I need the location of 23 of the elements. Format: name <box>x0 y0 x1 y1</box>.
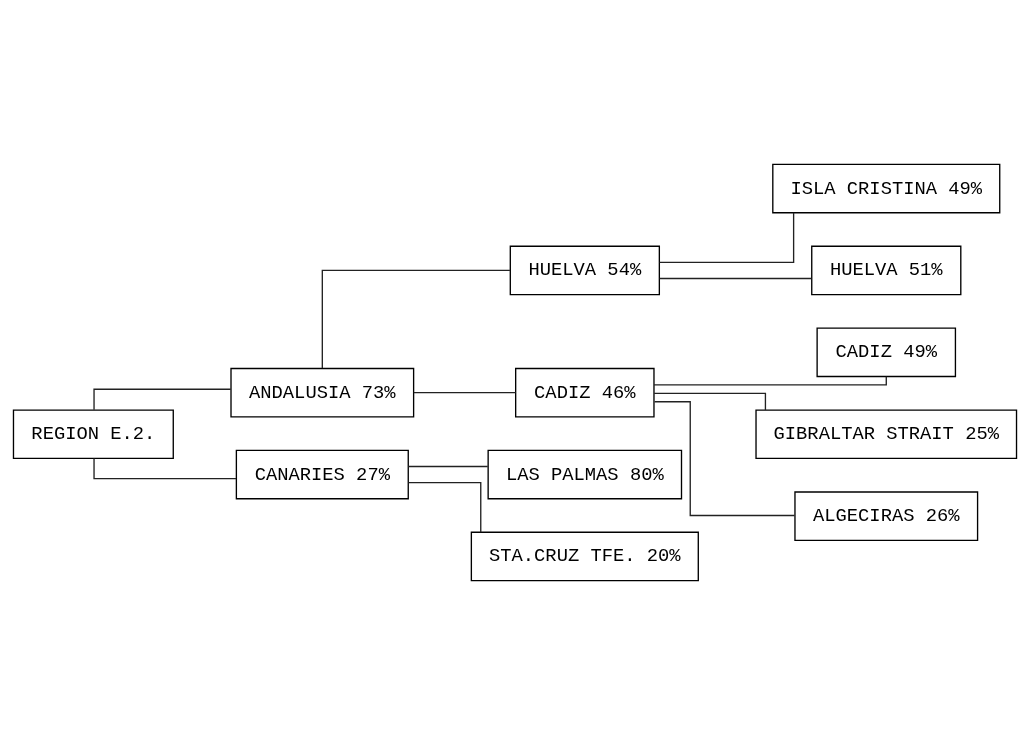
connector <box>93 457 237 479</box>
connector <box>321 269 511 369</box>
node-box: HUELVA 51% <box>811 245 962 295</box>
node-box: REGION E.2. <box>12 408 174 459</box>
node-box: STA.CRUZ TFE. 20% <box>470 531 699 581</box>
node-box: ALGECIRAS 26% <box>794 490 979 541</box>
connector <box>659 277 812 279</box>
connector <box>93 388 232 410</box>
connector <box>653 375 887 386</box>
connector <box>407 481 482 533</box>
connector <box>653 400 796 516</box>
node-box: CANARIES 27% <box>235 449 409 499</box>
connector <box>653 392 767 411</box>
connector <box>407 465 489 467</box>
node-box: CADIZ 49% <box>816 327 957 377</box>
node-box: LAS PALMAS 80% <box>487 449 683 499</box>
node-box: ANDALUSIA 73% <box>230 367 415 417</box>
connector <box>658 211 795 263</box>
node-box: GIBRALTAR STRAIT 25% <box>755 408 1018 459</box>
node-box: ISLA CRISTINA 49% <box>772 163 1001 213</box>
connector <box>413 391 517 393</box>
node-box: CADIZ 46% <box>515 367 655 417</box>
node-box: HUELVA 54% <box>509 245 660 295</box>
